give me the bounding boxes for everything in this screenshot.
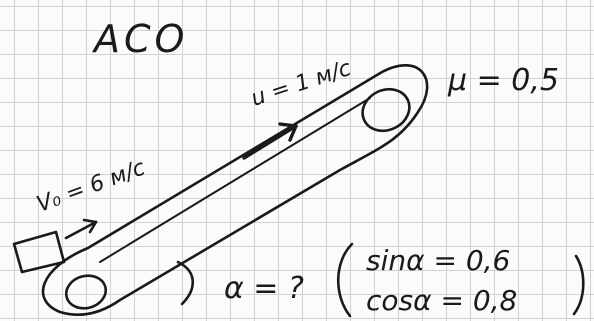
- cosine-value: cosα = 0,8: [366, 284, 517, 317]
- closing-parenthesis: [572, 254, 585, 316]
- conveyor-belt-loop: [41, 64, 429, 316]
- friction-coefficient-label: μ = 0,5: [447, 63, 559, 98]
- block-sketch: [12, 230, 66, 274]
- angle-question: α = ?: [224, 271, 304, 306]
- opening-parenthesis: [336, 242, 354, 318]
- conveyor-belt-inner-line: [99, 97, 371, 263]
- initial-speed-label: V₀ = 6 м/с: [34, 155, 149, 217]
- belt-speed-arrowhead: [278, 122, 298, 142]
- note-title: ACO: [91, 17, 188, 61]
- initial-speed-arrow: [64, 220, 98, 240]
- sine-value: sinα = 0,6: [366, 244, 510, 277]
- angle-arc: [176, 260, 195, 306]
- initial-speed-arrowhead: [82, 218, 98, 234]
- lower-pulley: [64, 274, 108, 310]
- upper-pulley: [361, 87, 411, 133]
- belt-speed-label: u = 1 м/с: [248, 56, 354, 112]
- belt-speed-arrow: [242, 124, 298, 160]
